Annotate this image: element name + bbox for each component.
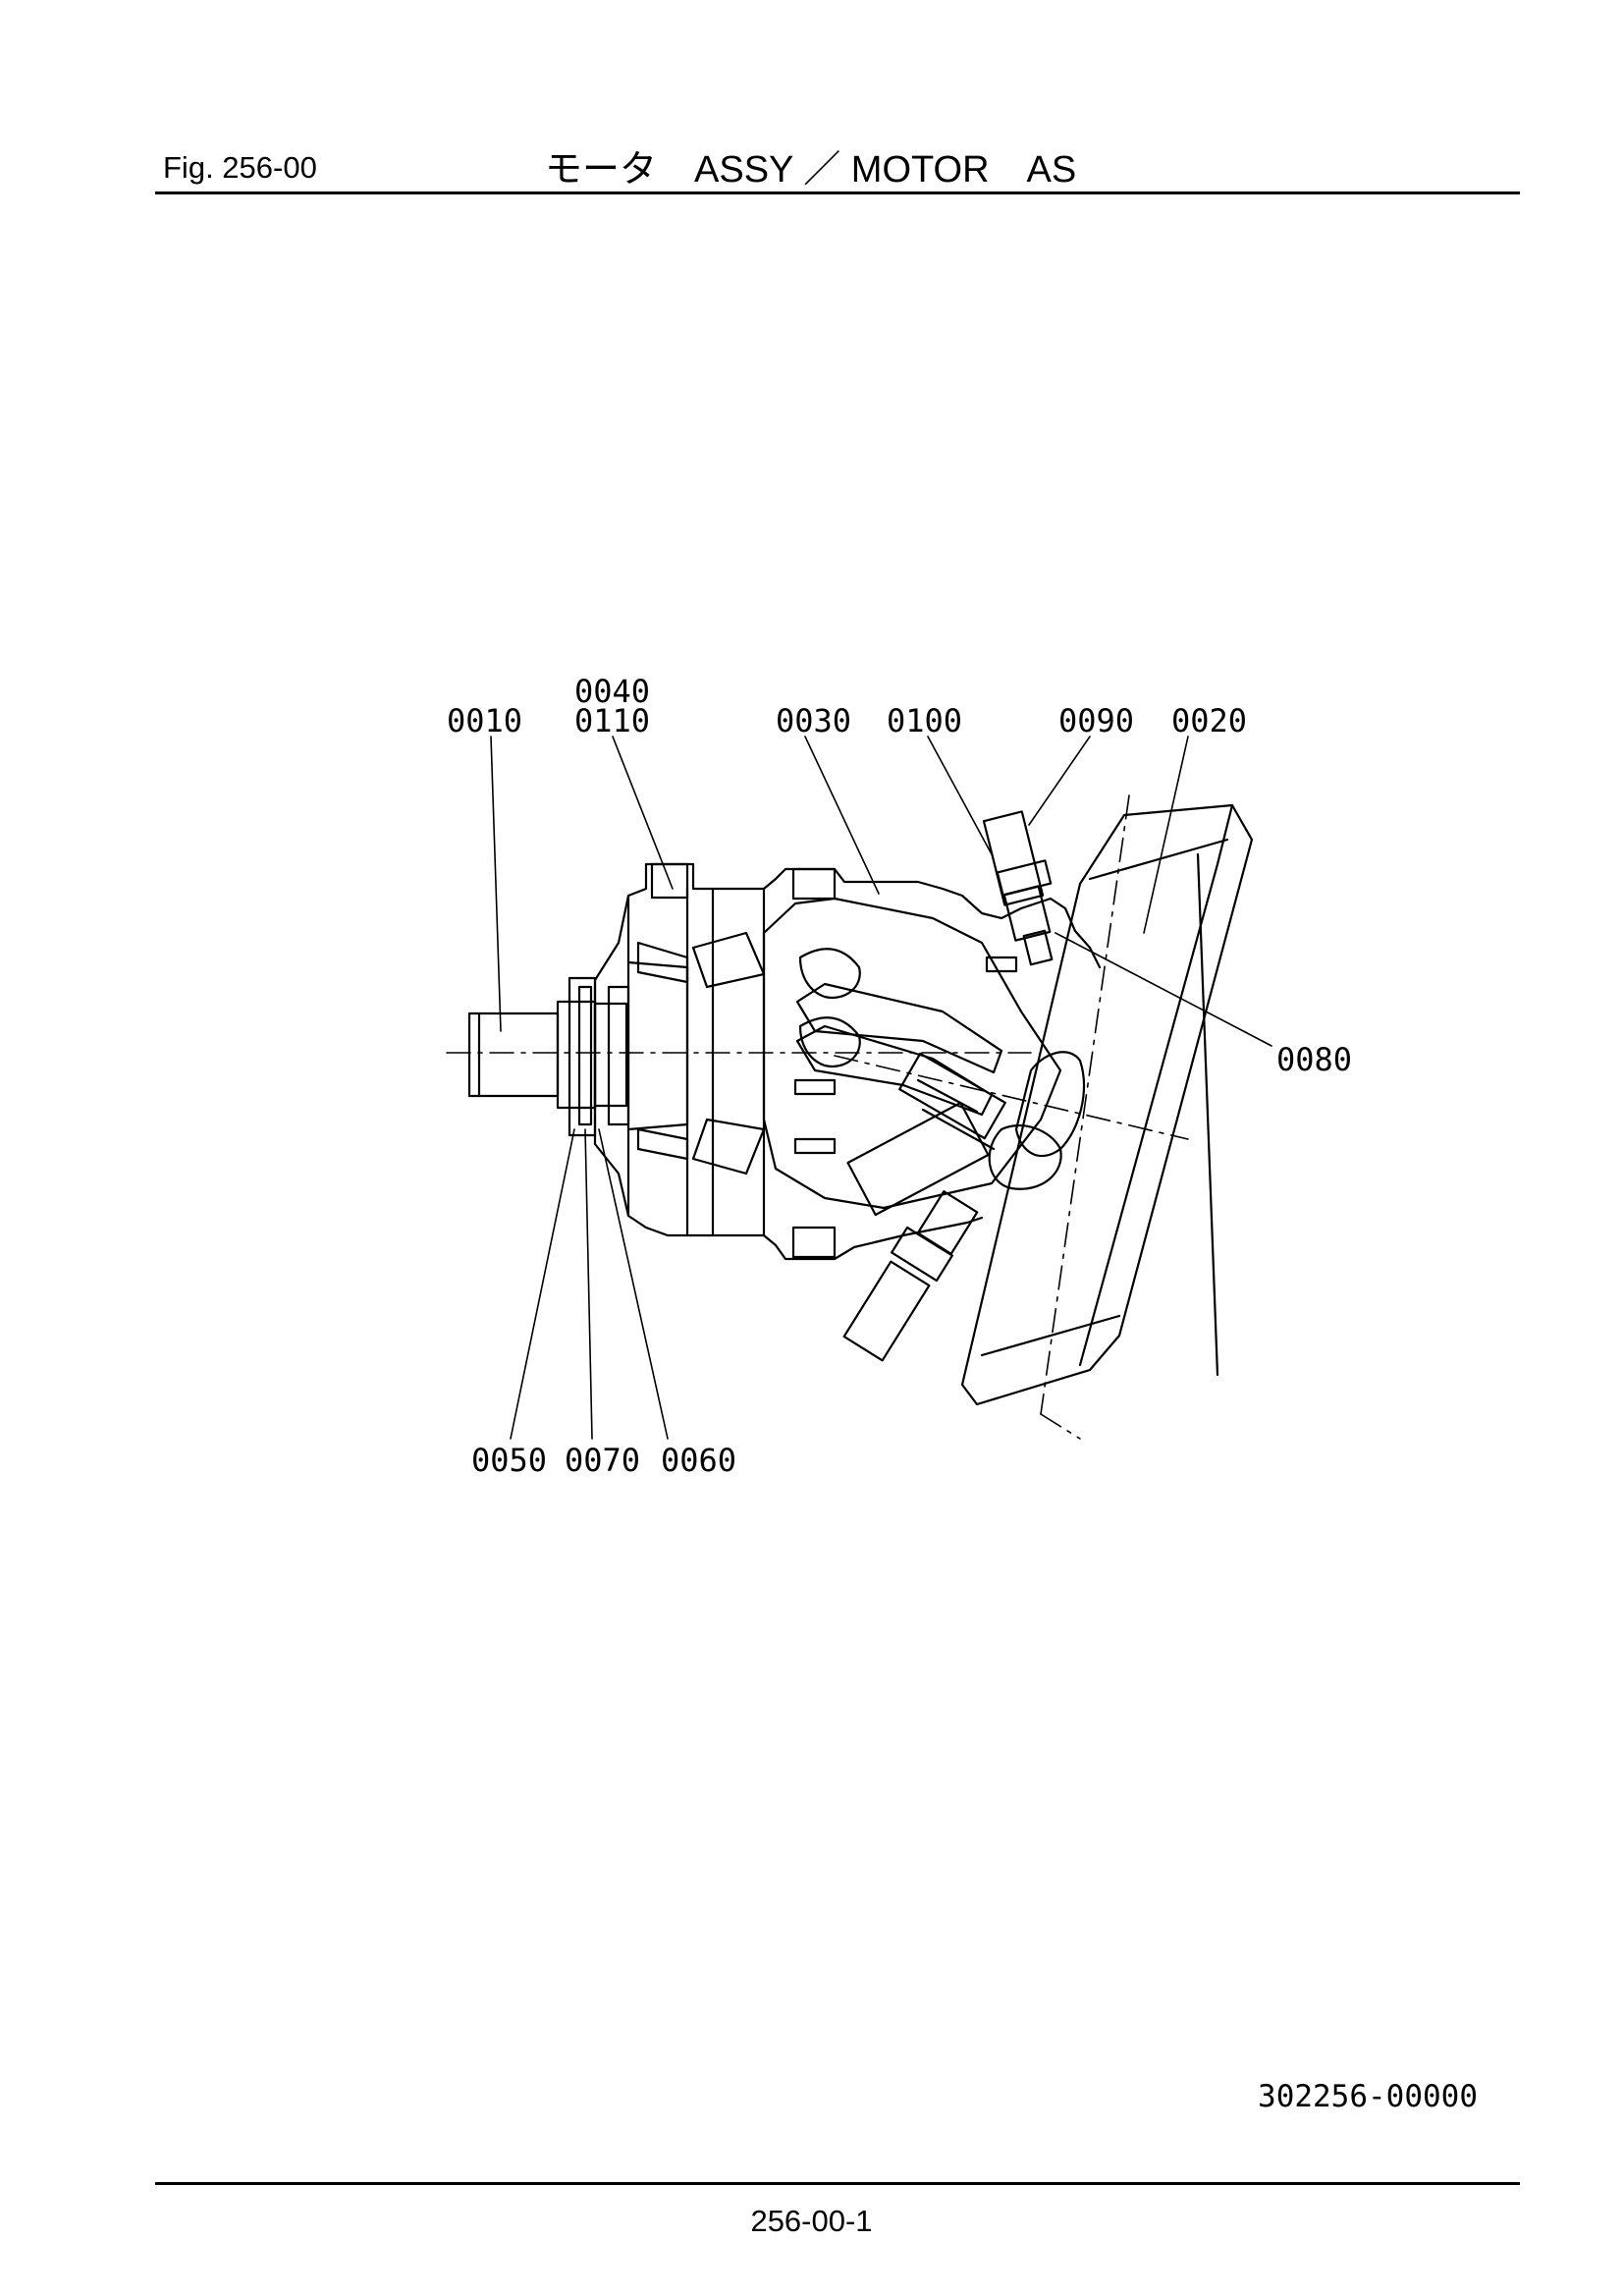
part-label-0060: 0060 (661, 1442, 736, 1479)
figure-number: Fig. 256-00 (163, 150, 317, 185)
part-label-0010: 0010 (447, 702, 522, 739)
center-lines (446, 794, 1189, 1440)
lower-plug (842, 1190, 979, 1362)
part-label-0040: 0040 (574, 673, 650, 710)
part-labels: 0010 0040 0110 0030 0100 0090 0020 0080 … (447, 673, 1352, 1479)
studs (793, 956, 1018, 1155)
cylinder-block (762, 897, 1062, 1217)
part-label-0090: 0090 (1058, 702, 1134, 739)
page-title: モータ ASSY ／ MOTOR AS (545, 149, 1077, 191)
page-number: 256-00-1 (750, 2204, 873, 2238)
port-plate (988, 1051, 1086, 1190)
end-cover (960, 803, 1254, 1406)
front-bearings (568, 931, 766, 1175)
drawing-number: 302256-00000 (1258, 2079, 1478, 2114)
part-label-0030: 0030 (776, 702, 851, 739)
output-shaft (467, 1000, 597, 1110)
part-label-0110: 0110 (574, 702, 650, 739)
part-label-0050: 0050 (471, 1442, 547, 1479)
leader-lines (490, 736, 1272, 1440)
part-label-0080: 0080 (1276, 1041, 1352, 1078)
upper-plug (982, 810, 1054, 966)
part-label-0020: 0020 (1171, 702, 1247, 739)
part-label-0100: 0100 (887, 702, 962, 739)
part-label-0070: 0070 (565, 1442, 640, 1479)
header-rule (155, 191, 1520, 194)
footer-rule (155, 2182, 1520, 2185)
